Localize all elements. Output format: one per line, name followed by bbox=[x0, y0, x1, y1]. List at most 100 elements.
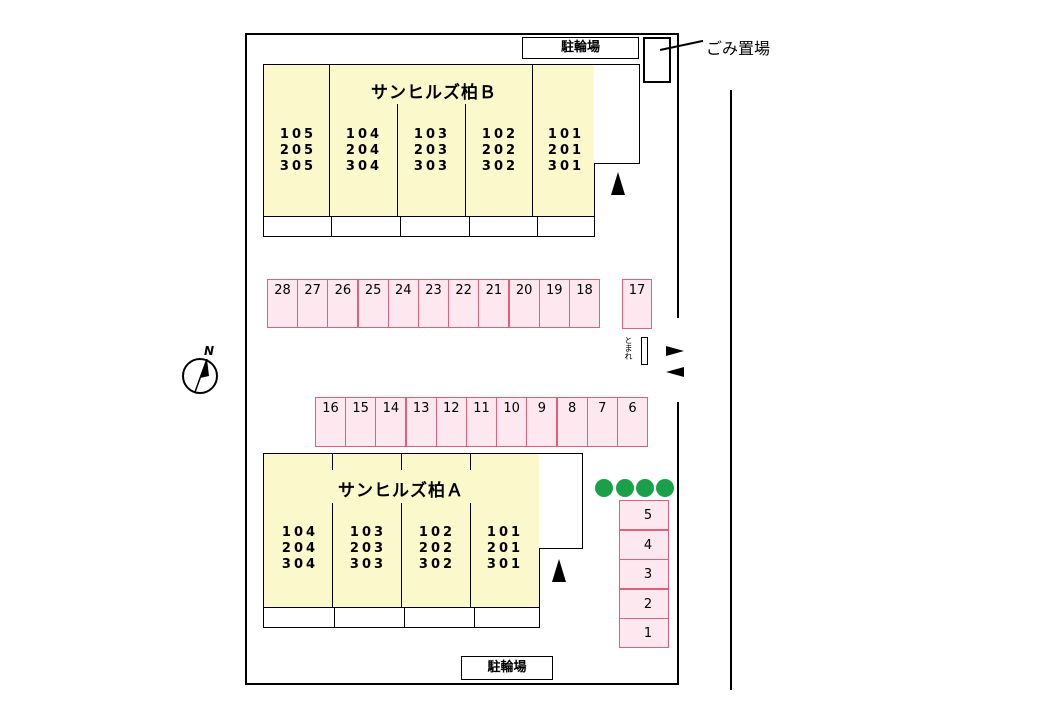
parking-spot-label: 25 bbox=[364, 283, 382, 298]
building-b-divider-1 bbox=[329, 64, 330, 217]
parking-spot-21: 21 bbox=[478, 279, 510, 328]
parking-spot-label: 4 bbox=[643, 537, 653, 553]
parking-spot-3: 3 bbox=[619, 559, 669, 589]
parking-spot-label: 20 bbox=[515, 283, 533, 298]
stop-marker-box bbox=[641, 337, 648, 365]
parking-spot-label: 11 bbox=[473, 401, 490, 416]
parking-spot-24: 24 bbox=[387, 279, 419, 328]
parking-spot-label: 14 bbox=[382, 401, 400, 416]
building-b-balcony-strip bbox=[263, 216, 595, 237]
building-a-stairwell bbox=[539, 453, 583, 549]
parking-spot-6: 6 bbox=[617, 397, 648, 447]
stop-marker-label: とまれ bbox=[624, 336, 633, 360]
parking-spot-label: 3 bbox=[643, 567, 653, 582]
tree-1 bbox=[595, 479, 613, 497]
parking-spot-12: 12 bbox=[435, 397, 467, 447]
parking-spot-16: 16 bbox=[315, 397, 346, 447]
parking-spot-label: 19 bbox=[546, 283, 563, 298]
tree-4 bbox=[656, 479, 674, 497]
bike-parking-top: 駐輪場 bbox=[522, 37, 639, 59]
parking-spot-label: 26 bbox=[334, 283, 352, 298]
parking-spot-14: 14 bbox=[375, 397, 407, 447]
parking-spot-label: 22 bbox=[455, 283, 472, 298]
parking-spot-label: 2 bbox=[643, 596, 653, 612]
parking-spot-label: 28 bbox=[274, 283, 291, 298]
garbage-area bbox=[643, 37, 671, 83]
building-a-divider-3b bbox=[470, 503, 471, 609]
building-b-divider-3 bbox=[465, 104, 466, 217]
building-b: サンヒルズ柏Ｂ bbox=[263, 64, 595, 217]
parking-spot-18: 18 bbox=[569, 279, 600, 328]
parking-spot-label: 16 bbox=[322, 401, 339, 416]
compass-north-label: N bbox=[204, 344, 215, 358]
parking-spot-label: 24 bbox=[395, 283, 412, 298]
parking-spot-20: 20 bbox=[508, 279, 540, 328]
compass-icon bbox=[182, 358, 218, 394]
building-a-balcony-strip bbox=[263, 607, 540, 628]
parking-spot-1: 1 bbox=[619, 618, 669, 648]
parking-row-lower: 16 15 14 13 12 11 10 9 8 7 6 bbox=[315, 397, 648, 447]
parking-spot-label: 13 bbox=[412, 401, 430, 416]
parking-spot-11: 11 bbox=[466, 397, 497, 447]
entrance-gap bbox=[676, 318, 682, 402]
parking-spot-13: 13 bbox=[405, 397, 437, 447]
building-a-name: サンヒルズ柏Ａ bbox=[338, 481, 464, 501]
building-a-entrance-arrow bbox=[552, 559, 566, 582]
bike-parking-bottom: 駐輪場 bbox=[461, 656, 553, 680]
building-a-divider-2b bbox=[401, 503, 402, 609]
parking-column-right: 5 4 3 2 1 bbox=[619, 500, 669, 648]
parking-spot-28: 28 bbox=[267, 279, 298, 328]
parking-spot-label: 21 bbox=[485, 283, 503, 298]
parking-spot-label: 9 bbox=[537, 401, 547, 416]
parking-row-upper: 28 27 26 25 24 23 22 21 20 19 18 bbox=[267, 279, 600, 328]
parking-spot-27: 27 bbox=[297, 279, 329, 328]
parking-spot-label: 5 bbox=[643, 508, 653, 523]
parking-spot-label: 23 bbox=[425, 283, 442, 298]
parking-spot-26: 26 bbox=[327, 279, 359, 328]
parking-spot-7: 7 bbox=[586, 397, 618, 447]
parking-spot-label: 6 bbox=[628, 401, 637, 416]
building-b-entrance-arrow bbox=[611, 172, 625, 195]
parking-spot-23: 23 bbox=[418, 279, 449, 328]
building-a-divider-1 bbox=[332, 453, 333, 470]
building-b-name: サンヒルズ柏Ｂ bbox=[371, 83, 497, 103]
entrance-in-arrow bbox=[666, 346, 684, 356]
parking-spot-9: 9 bbox=[526, 397, 558, 447]
entrance-out-arrow bbox=[666, 367, 684, 377]
parking-spot-label: 15 bbox=[352, 401, 369, 416]
parking-spot-5: 5 bbox=[619, 500, 669, 530]
parking-spot-8: 8 bbox=[556, 397, 588, 447]
building-a-divider-2 bbox=[401, 453, 402, 470]
parking-spot-label: 18 bbox=[576, 283, 593, 298]
parking-spot-2: 2 bbox=[619, 588, 669, 619]
parking-spot-label: 1 bbox=[643, 626, 653, 641]
parking-spot-15: 15 bbox=[345, 397, 377, 447]
parking-spot-4: 4 bbox=[619, 529, 669, 560]
garbage-label: ごみ置場 bbox=[706, 39, 771, 58]
parking-spot-label: 12 bbox=[443, 401, 460, 416]
building-a-divider-1b bbox=[332, 503, 333, 609]
tree-3 bbox=[636, 479, 654, 497]
parking-spot-label: 7 bbox=[598, 401, 607, 416]
building-b-stairwell bbox=[594, 64, 640, 164]
parking-spot-22: 22 bbox=[448, 279, 480, 328]
building-b-divider-4 bbox=[532, 64, 533, 217]
building-b-divider-2 bbox=[397, 104, 398, 217]
parking-spot-25: 25 bbox=[357, 279, 389, 328]
tree-2 bbox=[616, 479, 634, 497]
parking-spot-label: 10 bbox=[503, 401, 520, 416]
road-line bbox=[730, 90, 732, 690]
parking-spot-19: 19 bbox=[538, 279, 570, 328]
parking-spot-10: 10 bbox=[496, 397, 528, 447]
parking-spot-label: 8 bbox=[567, 401, 577, 416]
